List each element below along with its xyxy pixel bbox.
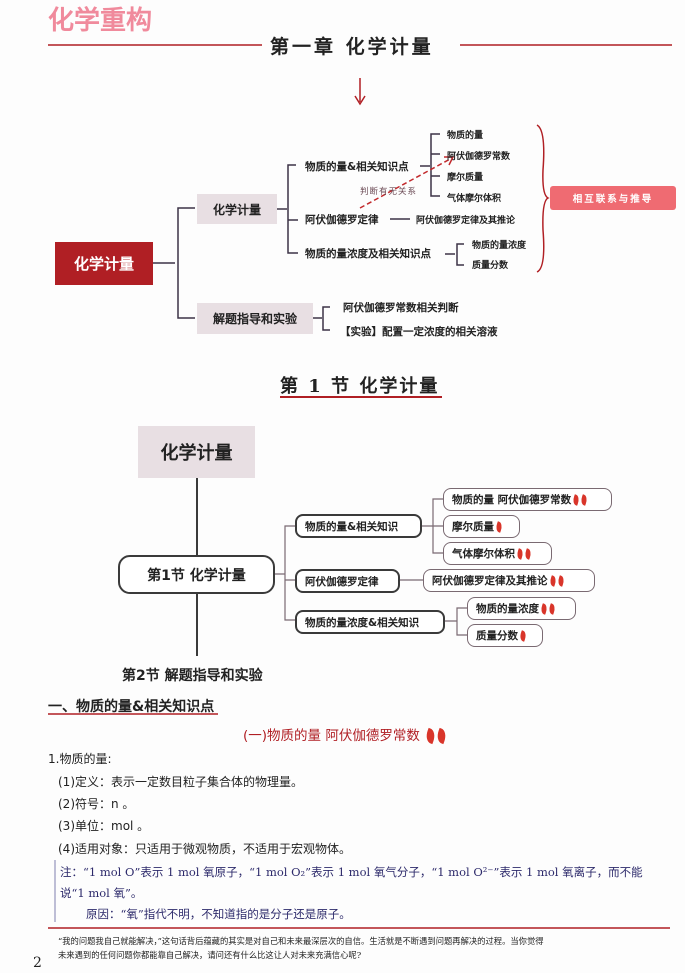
definition-item: (1)定义：表示一定数目粒子集合体的物理量。: [58, 775, 303, 789]
map1-branch-1: 化学计量: [197, 194, 277, 224]
map2-bottom: 第2节 解题指导和实验: [122, 668, 263, 684]
note-line: 说“1 mol 氧”。: [60, 886, 143, 900]
leaf-label: 摩尔质量: [452, 521, 494, 533]
leaf-label: 气体摩尔体积: [452, 548, 515, 560]
leaf-icon: [523, 547, 533, 560]
leaf-icon: [547, 602, 557, 615]
relation-label: 判断有无关系: [360, 187, 418, 197]
leaf-label: 物质的量 阿伏伽德罗常数: [452, 494, 572, 506]
leaf-label: 物质的量浓度: [476, 603, 539, 615]
leaf-icon: [547, 574, 558, 587]
leaf-icon: [494, 520, 504, 533]
map1-branch2-item: 【实验】配置一定浓度的相关溶液: [340, 326, 498, 338]
leaf-icon: [555, 574, 566, 587]
heading-1: 一、物质的量&相关知识点: [48, 699, 215, 715]
leaf-icon: [571, 493, 581, 506]
map2-node: 物质的量浓度&相关知识: [295, 610, 445, 634]
map1-branch-2: 解题指导和实验: [197, 303, 313, 334]
section-title: 第 1 节 化学计量: [280, 376, 440, 397]
map1-sub-3: 物质的量浓度及相关知识点: [305, 248, 431, 260]
leaf-label: 阿伏伽德罗定律及其推论: [432, 575, 548, 587]
page-number: 2: [33, 955, 42, 971]
map2-leaf: 摩尔质量: [443, 515, 520, 538]
map1-branch2-item: 阿伏伽德罗常数相关判断: [343, 302, 459, 314]
summary-button[interactable]: 相互联系与推导: [550, 186, 676, 210]
definition-item: (2)符号：n 。: [58, 797, 135, 811]
map1-sub-2: 阿伏伽德罗定律: [305, 214, 379, 226]
map2-leaf: 气体摩尔体积: [443, 542, 552, 565]
brand-title: 化学重构: [48, 6, 153, 36]
map1-leaf: 阿伏伽德罗定律及其推论: [416, 216, 516, 226]
map2-center: 第1节 化学计量: [118, 555, 275, 594]
map1-root: 化学计量: [55, 242, 153, 285]
map2-node: 物质的量&相关知识: [295, 514, 422, 538]
footer-quote: “我的问题我自己就能解决，”这句话背后蕴藏的其实是对自己和未来最深层次的自信。生…: [58, 936, 544, 946]
map1-leaf: 质量分数: [472, 261, 509, 271]
map2-leaf: 物质的量 阿伏伽德罗常数: [443, 488, 612, 511]
map2-node: 阿伏伽德罗定律: [295, 569, 400, 593]
leaf-label: 质量分数: [476, 630, 518, 642]
map1-leaf: 气体摩尔体积: [447, 194, 502, 204]
leaf-icon: [515, 547, 525, 560]
subheading: (一)物质的量 阿伏伽德罗常数: [243, 724, 449, 745]
map1-leaf: 物质的量: [447, 131, 484, 141]
subheading-text: (一)物质的量 阿伏伽德罗常数: [243, 728, 420, 744]
map2-leaf: 质量分数: [467, 624, 543, 647]
map2-leaf: 物质的量浓度: [467, 597, 576, 620]
leaf-icon: [539, 602, 549, 615]
definition-item: (3)单位：mol 。: [58, 819, 150, 833]
chapter-title: 第一章 化学计量: [270, 36, 434, 58]
item-title: 1.物质的量:: [48, 752, 112, 766]
map1-leaf: 物质的量浓度: [472, 241, 527, 251]
leaf-icon: [518, 629, 528, 642]
note-line: 原因：“氧”指代不明，不知道指的是分子还是原子。: [86, 907, 351, 921]
footer-quote: 未来遇到的任何问题你都能靠自己解决，请问还有什么比这让人对未来充满信心呢?: [58, 950, 362, 960]
map1-leaf: 阿伏伽德罗常数: [447, 152, 511, 162]
definition-item: (4)适用对象：只适用于微观物质，不适用于宏观物体。: [58, 842, 352, 856]
map1-sub-1: 物质的量&相关知识点: [305, 161, 409, 173]
leaf-icon: [424, 727, 438, 745]
map1-leaf: 摩尔质量: [447, 173, 484, 183]
map2-leaf: 阿伏伽德罗定律及其推论: [423, 569, 595, 592]
note-line: 注：“1 mol O”表示 1 mol 氧原子，“1 mol O₂”表示 1 m…: [60, 865, 643, 879]
leaf-icon: [579, 493, 589, 506]
map2-top: 化学计量: [138, 426, 255, 478]
